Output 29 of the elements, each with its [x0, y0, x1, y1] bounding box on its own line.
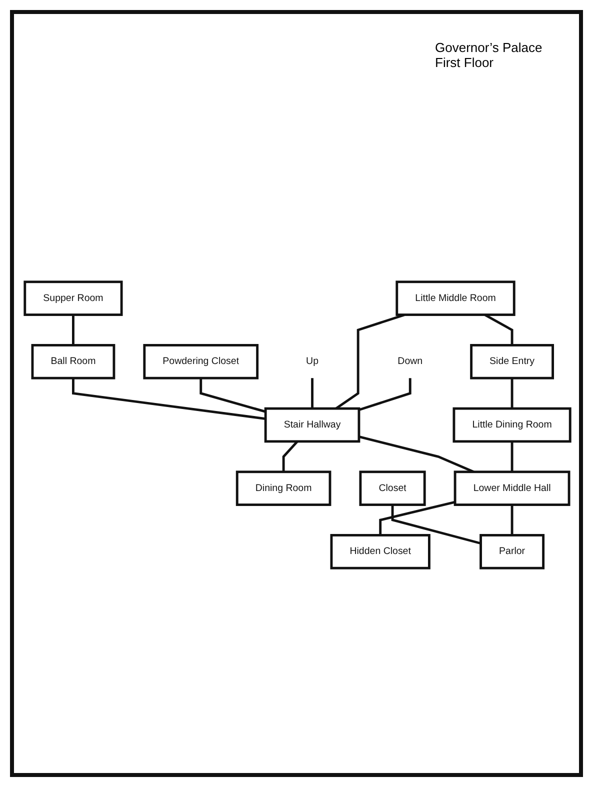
node-text: Up [306, 356, 318, 367]
connector [282, 440, 298, 472]
node-box: Little Dining Room [452, 407, 572, 443]
connector [358, 436, 474, 473]
node-box: Parlor [480, 534, 545, 570]
node-box: Stair Hallway [264, 407, 360, 443]
connector [358, 378, 412, 412]
node-box: Hidden Closet [330, 534, 430, 570]
connector [200, 378, 266, 413]
connector [311, 378, 314, 409]
node-box: Supper Room [24, 280, 123, 316]
connector [484, 314, 514, 346]
connector [510, 504, 514, 536]
connector [72, 378, 266, 420]
connector [379, 500, 456, 536]
node-box: Side Entry [470, 344, 554, 380]
node-box: Lower Middle Hall [454, 470, 570, 506]
connector [335, 314, 406, 410]
node-box: Little Middle Room [396, 280, 516, 316]
node-box: Closet [359, 470, 426, 506]
node-text: Down [398, 356, 423, 367]
connector [72, 314, 74, 346]
node-box: Dining Room [236, 470, 332, 506]
title: Governor’s Palace First Floor [435, 40, 544, 70]
node-box: Ball Room [31, 344, 116, 380]
connector [391, 504, 482, 545]
node-box: Powdering Closet [143, 344, 259, 380]
connector [510, 441, 514, 472]
connector [510, 378, 514, 409]
